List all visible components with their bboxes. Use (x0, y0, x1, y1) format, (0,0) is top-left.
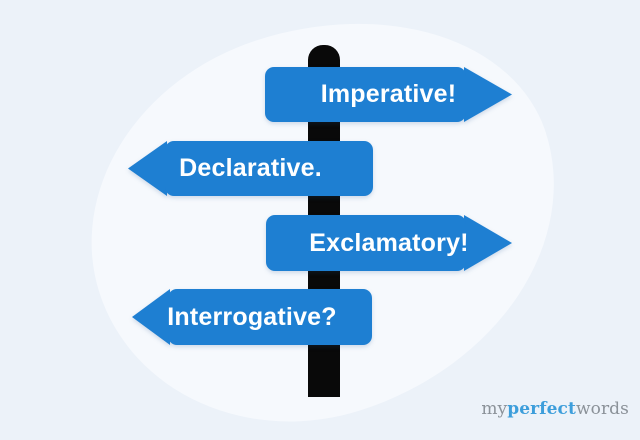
sign-imperative: Imperative! (265, 67, 512, 122)
brand-logo: myperfectwords (481, 399, 629, 419)
sign-board (168, 289, 372, 345)
sign-declarative: Declarative. (128, 141, 373, 196)
sign-board (266, 215, 466, 271)
sign-board (265, 67, 466, 122)
sign-interrogative: Interrogative? (132, 289, 372, 345)
sign-exclamatory: Exclamatory! (266, 215, 512, 271)
logo-part-words: words (575, 399, 629, 419)
sign-label: Exclamatory! (309, 228, 469, 257)
sign-board (165, 141, 373, 196)
sign-label: Declarative. (179, 154, 322, 182)
logo-part-my: my (481, 399, 508, 419)
logo-part-perfect: perfect (507, 399, 576, 419)
sign-label: Interrogative? (167, 302, 337, 331)
sign-label: Imperative! (320, 80, 457, 108)
